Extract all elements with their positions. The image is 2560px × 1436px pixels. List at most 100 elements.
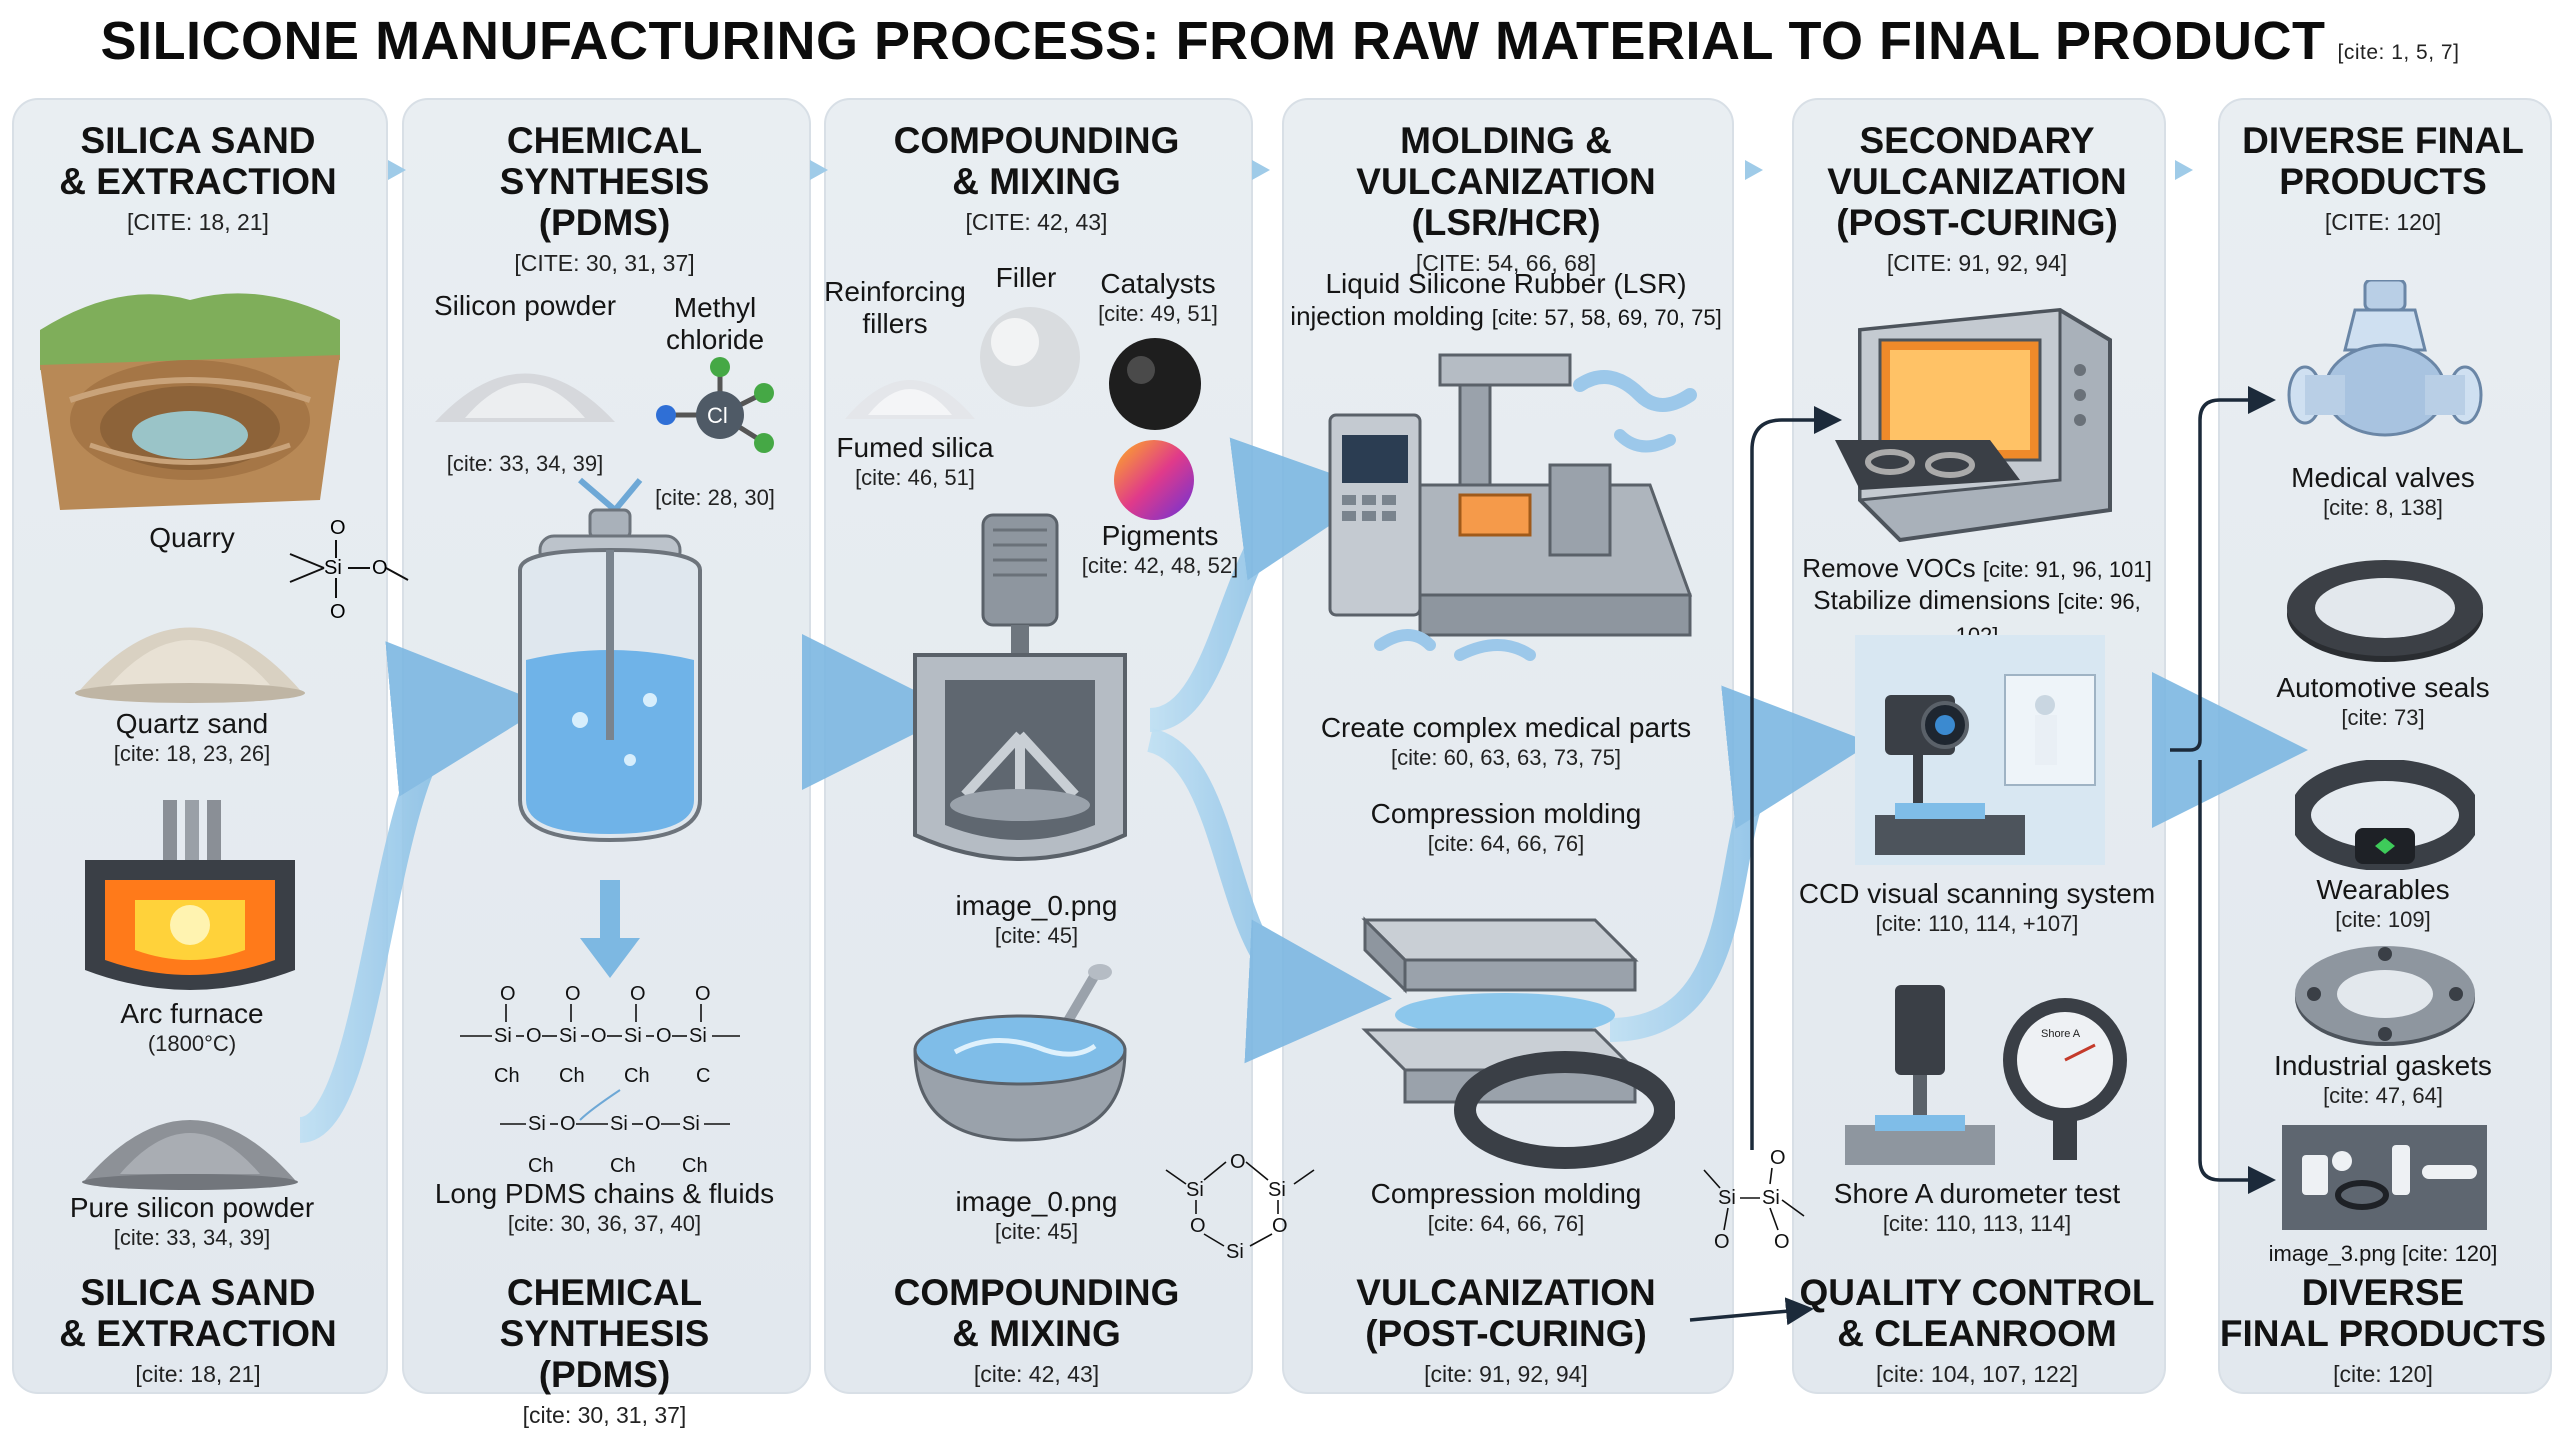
si-atom: Si	[624, 1025, 642, 1047]
stage5-header: SECONDARY VULCANIZATION (POST-CURING) [c…	[1792, 120, 2162, 284]
stage4-header-line3: (LSR/HCR)	[1411, 202, 1601, 243]
quartz-label: Quartz sand [cite: 18, 23, 26]	[42, 708, 342, 768]
stage3-footer: COMPOUNDING & MIXING [cite: 42, 43]	[824, 1272, 1249, 1395]
methyl-chloride-molecule-icon: Cl	[656, 357, 774, 453]
cl-atom: Cl	[707, 403, 728, 428]
compression2-label: Compression molding [cite: 64, 66, 76]	[1282, 1178, 1730, 1238]
stage2-header-line2: SYNTHESIS	[499, 161, 710, 202]
quarry-label: Quarry	[149, 522, 235, 553]
mixer-image-label: image_0.png [cite: 45]	[824, 890, 1249, 950]
stage5-header-cite: [cite: 91, 92, 94]	[1886, 250, 2068, 276]
img2-cite: [cite: 45]	[994, 1219, 1079, 1244]
stage6-footer: DIVERSE FINAL PRODUCTS [cite: 120]	[2218, 1272, 2548, 1395]
complex-text: Create complex medical parts	[1320, 712, 1692, 743]
si-atom: Si	[1718, 1187, 1736, 1209]
stage4-footer: VULCANIZATION (POST-CURING) [cite: 91, 9…	[1282, 1272, 1730, 1395]
lsr-line2: injection molding	[1290, 301, 1484, 331]
catalysts-cite: [cite: 49, 51]	[1098, 301, 1218, 326]
o-atom: O	[565, 983, 581, 1005]
methyl-cite: [cite: 28, 30]	[655, 485, 775, 510]
stage2-footer-cite: [cite: 30, 31, 37]	[522, 1402, 687, 1428]
powder-text: Pure silicon powder	[69, 1192, 315, 1223]
stage5-header-line1: SECONDARY	[1859, 120, 2095, 161]
silicon-cite-label: [cite: 33, 34, 39]	[410, 450, 640, 478]
stage1-footer: SILICA SAND & EXTRACTION [cite: 18, 21]	[12, 1272, 384, 1395]
stage4-header-cite: [cite: 54, 66, 68]	[1415, 250, 1597, 276]
vocs-label: Remove VOCs [cite: 91, 96, 101]	[1792, 552, 2162, 586]
ccd-cite: [cite: 110, 114, +107]	[1875, 911, 2079, 936]
filler-label: Filler	[995, 262, 1057, 293]
o-atom: O	[372, 557, 388, 579]
si-atom: Si	[682, 1113, 700, 1135]
silica-molecule-icon: O Si O O	[289, 517, 409, 623]
quartz-cite: [cite: 18, 23, 26]	[113, 741, 271, 766]
stage4-header: MOLDING & VULCANIZATION (LSR/HCR) [cite:…	[1282, 120, 1730, 284]
shore-label: Shore A durometer test [cite: 110, 113, …	[1792, 1178, 2162, 1238]
page-title: SILICONE MANUFACTURING PROCESS: FROM RAW…	[0, 10, 2560, 72]
si-atom: Si	[494, 1025, 512, 1047]
si-atom: Si	[528, 1113, 546, 1135]
reinforcing-label: Reinforcing fillers	[815, 276, 975, 340]
stage3-header-line2: & MIXING	[952, 161, 1121, 202]
o-atom: O	[630, 983, 646, 1005]
industrial-gasket-icon	[2295, 946, 2475, 1046]
furnace-label: Arc furnace (1800°C)	[42, 998, 342, 1058]
silicon-powder-pile-icon	[435, 373, 615, 422]
vocs-cite: [cite: 91, 96, 101]	[1982, 557, 2152, 582]
silicon-powder-label: Silicon powder	[433, 290, 617, 321]
stage1-header-line1: SILICA SAND	[80, 120, 316, 161]
furnace-text: Arc furnace	[120, 998, 264, 1029]
compression1-label: Compression molding [cite: 64, 66, 76]	[1282, 798, 1730, 858]
si-atom: Si	[1268, 1179, 1286, 1201]
stage4-footer-line1: VULCANIZATION	[1356, 1272, 1656, 1313]
img3-label: image_3.png [cite: 120]	[2218, 1238, 2548, 1270]
ccd-scanner-cleanroom-icon	[1855, 635, 2105, 865]
stage2-footer-line1: CHEMICAL SYNTHESIS	[499, 1272, 710, 1354]
si-atom: Si	[559, 1025, 577, 1047]
stage6-header: DIVERSE FINAL PRODUCTS [cite: 120]	[2218, 120, 2548, 243]
branched-siloxane-structure-icon: O Si Si O O	[1703, 1147, 1805, 1253]
stage5-footer: QUALITY CONTROL & CLEANROOM [cite: 104, …	[1792, 1272, 2162, 1395]
ch-group: Ch	[528, 1155, 554, 1177]
curing-oven-icon	[1835, 307, 2112, 543]
o-atom: O	[500, 983, 516, 1005]
arc-furnace-icon	[85, 800, 295, 990]
quartz-sand-icon	[75, 627, 305, 703]
reinforcing-line1: Reinforcing	[824, 276, 966, 307]
down-arrow-icon	[580, 880, 640, 978]
stage3-footer-cite: [cite: 42, 43]	[973, 1361, 1100, 1387]
wearable-band-icon	[2295, 760, 2475, 870]
compression2-cite: [cite: 64, 66, 76]	[1427, 1211, 1585, 1236]
product-collage-image	[2282, 1125, 2487, 1230]
shore-text: Shore A durometer test	[1833, 1178, 2121, 1209]
silicon-powder-icon	[82, 1120, 298, 1190]
pdms-chain-structure-icon: O O O O Si Si Si Si O O O Ch Ch Ch C Si …	[460, 983, 740, 1177]
compression2-text: Compression molding	[1370, 1178, 1642, 1209]
chains-text: Long PDMS chains & fluids	[434, 1178, 775, 1209]
o-atom: O	[1774, 1231, 1790, 1253]
gaskets-text: Industrial gaskets	[2274, 1050, 2492, 1081]
title-text: SILICONE MANUFACTURING PROCESS: FROM RAW…	[100, 11, 2326, 71]
img1-cite: [cite: 45]	[994, 923, 1079, 948]
stage3-header: COMPOUNDING & MIXING [cite: 42, 43]	[824, 120, 1249, 243]
methyl-label: Methyl chloride	[640, 292, 790, 356]
stage2-footer-line2: (PDMS)	[538, 1354, 671, 1395]
ch-group: Ch	[610, 1155, 636, 1177]
stage2-header: CHEMICAL SYNTHESIS (PDMS) [cite: 30, 31,…	[402, 120, 807, 284]
gaskets-label: Industrial gaskets [cite: 47, 64]	[2218, 1050, 2548, 1110]
stage5-footer-line2: & CLEANROOM	[1837, 1313, 2117, 1354]
title-cite: [cite: 1, 5, 7]	[2337, 41, 2460, 64]
complex-label: Create complex medical parts [cite: 60, …	[1282, 712, 1730, 772]
seals-text: Automotive seals	[2276, 672, 2490, 703]
silicone-bowl-icon	[913, 964, 1127, 1142]
ch-group: Ch	[559, 1065, 585, 1087]
furnace-temp: (1800°C)	[147, 1031, 237, 1056]
seals-cite: [cite: 73]	[2341, 705, 2425, 730]
stage1-header-line2: & EXTRACTION	[59, 161, 337, 202]
o-atom: O	[645, 1113, 661, 1135]
fumed-label: Fumed silica [cite: 46, 51]	[815, 432, 1015, 492]
stage6-footer-cite: [cite: 120]	[2333, 1361, 2433, 1387]
methyl-line1: Methyl	[673, 292, 757, 323]
stage2-header-line1: CHEMICAL	[506, 120, 703, 161]
lsr-label: Liquid Silicone Rubber (LSR) injection m…	[1282, 268, 1730, 334]
